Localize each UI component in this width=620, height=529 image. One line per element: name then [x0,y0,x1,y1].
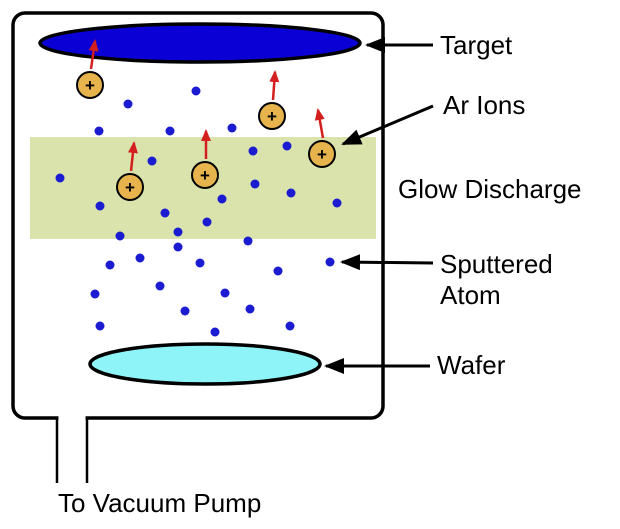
sputtered-atom-dot [217,194,227,204]
sputtered-atom-dot [165,126,175,136]
chamber-wall-gap [58,414,86,422]
ion-motion-arrow [269,70,280,101]
sputtered-atom-label-line2: Atom [440,280,501,310]
sputtered-atom-dot [123,99,133,109]
sputtered-atom-dot [160,208,170,218]
ar-ion: + [191,129,219,189]
sputtered-atom-dot [173,227,183,237]
wafer-disc [88,342,322,386]
ion-circle [76,71,104,99]
sputtered-atom-dot [195,258,205,268]
sputtered-atom-dot [210,327,220,337]
sputtered-atom-dot [285,321,295,331]
ion-circle [116,173,144,201]
glow-discharge-label: Glow Discharge [398,174,582,204]
sputtered-atom-dot [282,141,292,151]
ar-ions-layer: + + + + + [76,39,336,201]
ion-charge-symbol: + [85,76,95,95]
sputtered-atom-dot [220,288,230,298]
sputtered-atom-dot [115,231,125,241]
ion-charge-symbol: + [267,107,277,126]
sputtered-atom-dot [245,304,255,314]
target-label: Target [440,30,513,60]
sputtered-atom-dot [273,266,283,276]
sputtered-atom-pointer-arrow [340,254,434,271]
sputtered-atom-dot [248,146,258,156]
sputtered-atom-dot [135,253,145,263]
ar-ions-label: Ar Ions [443,90,525,120]
sputtered-atom-dot [243,236,253,246]
ion-motion-arrow [88,39,99,70]
sputtered-atom-dot [95,201,105,211]
ion-circle [258,102,286,130]
sputtered-atom-dot [227,123,237,133]
ion-motion-arrow [127,141,138,172]
ar-ion: + [76,39,104,99]
sputtered-atoms-layer [55,86,342,337]
ar-ion: + [308,108,336,168]
sputtered-atom-dot [191,86,201,96]
ion-motion-arrow [314,108,325,139]
sputtered-atom-dot [55,173,65,183]
sputtered-atom-dot [286,188,296,198]
ion-charge-symbol: + [200,166,210,185]
ion-charge-symbol: + [125,178,135,197]
ion-charge-symbol: + [317,145,327,164]
ion-circle [191,161,219,189]
sputtered-atom-dot [95,321,105,331]
ar-ion: + [258,70,286,130]
target-electrode [38,22,362,64]
sputtered-atom-dot [94,126,104,136]
sputtered-atom-dot [173,242,183,252]
wafer-label: Wafer [437,350,506,380]
sputtered-atom-dot [180,306,190,316]
sputtered-atom-dot [202,217,212,227]
sputtered-atom-label-line1: Sputtered [440,249,553,279]
sputtered-atom-dot [325,257,335,267]
sputtered-atom-dot [155,281,165,291]
sputtered-atom-dot [147,156,157,166]
sputtered-atom-dot [90,289,100,299]
sputtered-atom-dot [105,260,115,270]
sputtered-atom-dot [332,198,342,208]
sputtered-atom-dot [250,179,260,189]
vacuum-pump-label: To Vacuum Pump [58,488,261,518]
ar-ion: + [116,141,144,201]
ion-circle [308,140,336,168]
ar-ions-pointer-arrow [341,104,434,146]
